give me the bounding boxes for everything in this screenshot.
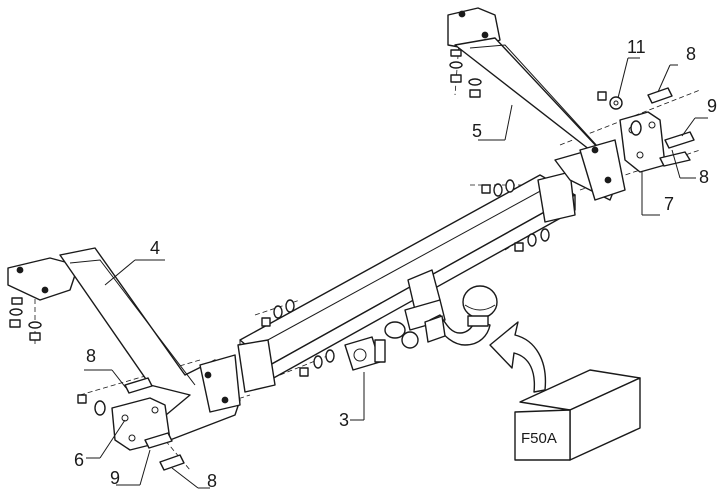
callout-washer-right: 9 xyxy=(707,96,717,116)
callout-bolt-top: 8 xyxy=(686,44,696,64)
socket-plate xyxy=(344,336,386,371)
callout-side-arm-right: 5 xyxy=(472,121,482,141)
product-box: F50A xyxy=(514,369,641,461)
product-box-label: F50A xyxy=(521,430,557,447)
callout-tow-bar: 4 xyxy=(150,238,160,258)
curved-arrow-icon xyxy=(489,321,547,393)
side-arm-left xyxy=(7,247,241,441)
callout-bolt-bottom: 8 xyxy=(207,471,217,491)
callout-bolt-right: 8 xyxy=(699,167,709,187)
callout-numbers: 4 5 3 6 7 8 8 8 9 9 8 11 xyxy=(74,37,717,491)
callout-socket-plate: 3 xyxy=(339,410,349,430)
callout-plate-left: 6 xyxy=(74,450,84,470)
callout-nut-top: 11 xyxy=(627,37,646,57)
callout-plate-right: 7 xyxy=(664,194,674,214)
side-arm-right xyxy=(447,7,626,201)
callout-bolt-left: 8 xyxy=(86,346,96,366)
mounting-plate-right xyxy=(619,111,666,173)
callout-washer-left: 9 xyxy=(110,468,120,488)
tow-ball-assembly xyxy=(384,269,498,349)
hardware-fasteners xyxy=(9,49,695,471)
callout-leaders xyxy=(84,57,708,489)
